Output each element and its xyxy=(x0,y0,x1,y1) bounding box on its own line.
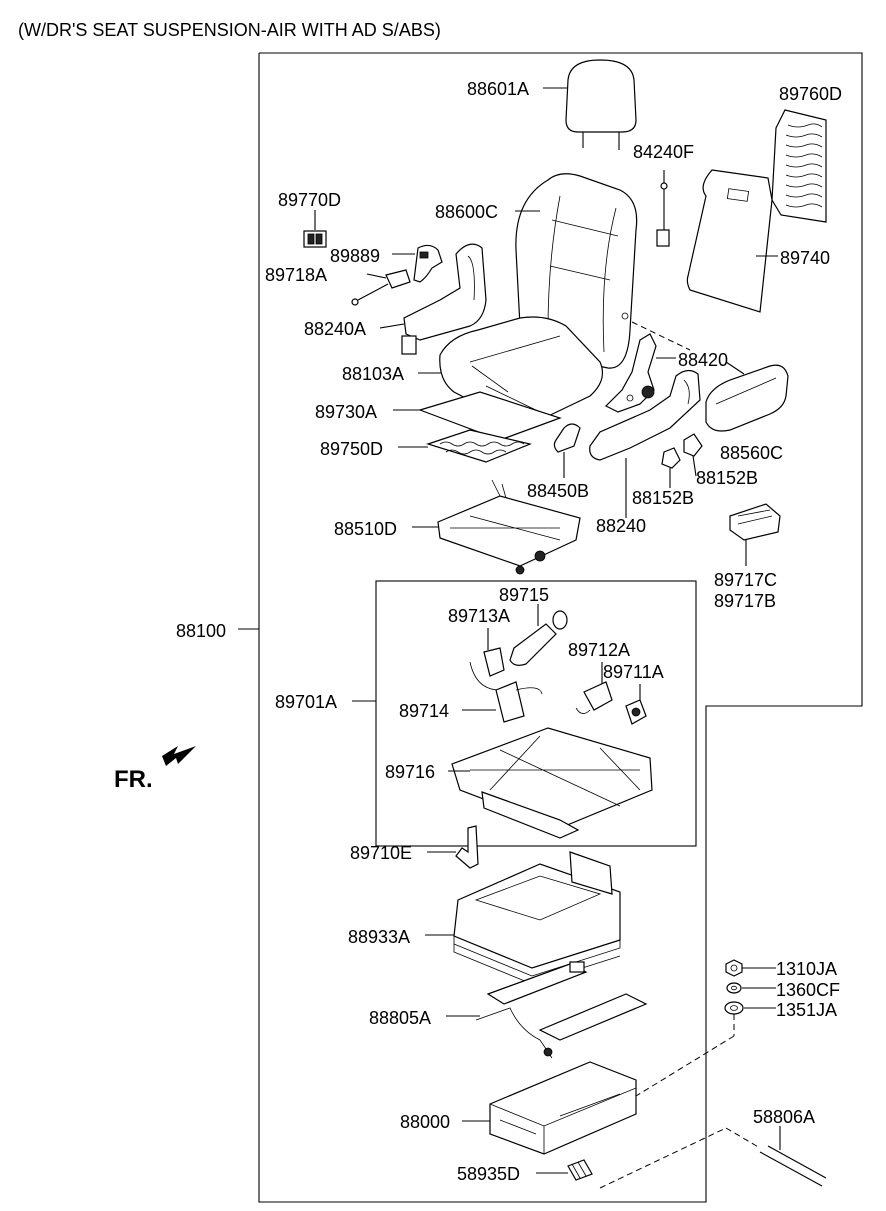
label-88152B-left: 88152B xyxy=(632,488,694,508)
label-88240A: 88240A xyxy=(304,319,366,339)
label-89730A: 89730A xyxy=(315,402,377,422)
fastener-dashed-2 xyxy=(635,1035,735,1097)
air-spring-drawing xyxy=(509,610,568,666)
label-1310JA: 1310JA xyxy=(776,959,837,979)
leader-88152B-right xyxy=(692,455,697,477)
label-89717B: 89717B xyxy=(714,591,776,611)
headrest-drawing xyxy=(565,59,637,150)
label-88450B: 88450B xyxy=(527,481,589,501)
back-pad-drawing xyxy=(771,109,827,223)
fitting-drawing xyxy=(567,1159,593,1181)
label-89711A: 89711A xyxy=(603,662,664,682)
tube-dashed-1 xyxy=(599,1127,727,1189)
label-88100: 88100 xyxy=(176,621,226,641)
leader-89718A xyxy=(366,273,387,279)
back-board-drawing xyxy=(686,169,773,313)
shock-absorber-drawing xyxy=(495,681,543,723)
sensor-drawing xyxy=(656,170,670,247)
leader-88560C-top xyxy=(725,361,745,375)
label-89750D: 89750D xyxy=(320,439,383,459)
suspension-subassembly-box xyxy=(375,580,697,847)
label-1360CF: 1360CF xyxy=(776,980,840,1000)
side-cover-drawing xyxy=(553,423,581,453)
mount-bracket-drawing xyxy=(455,825,479,869)
armrest-bracket-left-drawing xyxy=(401,243,487,355)
foam-pad-drawing xyxy=(418,391,562,441)
recliner-drawing xyxy=(604,333,657,413)
seat-base-drawing xyxy=(489,1061,637,1155)
label-89713A: 89713A xyxy=(448,606,510,626)
label-88601A: 88601A xyxy=(467,79,529,99)
label-88420: 88420 xyxy=(678,350,728,370)
leader-88240A xyxy=(379,323,405,329)
label-89712A: 89712A xyxy=(568,640,630,660)
label-88103A: 88103A xyxy=(342,364,404,384)
label-88240: 88240 xyxy=(596,516,646,536)
washer-drawing xyxy=(726,982,742,994)
seat-spring-drawing xyxy=(426,429,532,463)
label-89889: 89889 xyxy=(330,246,380,266)
label-58806A: 58806A xyxy=(753,1107,815,1127)
label-89710E: 89710E xyxy=(350,843,412,863)
label-89715: 89715 xyxy=(499,585,549,605)
valve-drawing xyxy=(469,647,505,691)
control-module-drawing xyxy=(729,503,781,541)
label-58935D: 58935D xyxy=(457,1164,520,1184)
label-1351JA: 1351JA xyxy=(776,1000,837,1020)
label-89718A: 89718A xyxy=(265,265,327,285)
base-cover-drawing xyxy=(453,851,621,985)
label-89714: 89714 xyxy=(399,701,449,721)
label-88805A: 88805A xyxy=(369,1008,431,1028)
cap-drawing-b xyxy=(683,433,703,457)
label-88510D: 88510D xyxy=(334,519,397,539)
label-89717C: 89717C xyxy=(714,570,777,590)
label-89740: 89740 xyxy=(780,248,830,268)
tube-drawing xyxy=(759,1145,827,1187)
harness-drawing xyxy=(351,269,411,306)
flat-washer-drawing xyxy=(724,1001,744,1015)
label-89701A: 89701A xyxy=(275,692,337,712)
compressor-drawing xyxy=(625,699,647,725)
slide-rail-drawing xyxy=(475,961,648,1059)
suspension-frame-drawing xyxy=(451,727,653,839)
alignment-line-88420 xyxy=(631,321,691,351)
diagram-title: (W/DR'S SEAT SUSPENSION-AIR WITH AD S/AB… xyxy=(18,20,441,40)
front-label: FR. xyxy=(114,766,153,793)
tube-dashed-2 xyxy=(725,1127,761,1149)
label-88933A: 88933A xyxy=(348,927,410,947)
cap-drawing-a xyxy=(661,447,681,469)
label-88152B-right: 88152B xyxy=(696,468,758,488)
label-89716: 89716 xyxy=(385,762,435,782)
label-88000: 88000 xyxy=(400,1112,450,1132)
label-89770D: 89770D xyxy=(278,190,341,210)
height-valve-drawing xyxy=(575,681,613,714)
label-88600C: 88600C xyxy=(435,202,498,222)
main-assembly-frame xyxy=(258,52,863,1203)
belt-buckle-drawing xyxy=(413,244,443,283)
nut-drawing xyxy=(725,959,743,977)
label-89760D: 89760D xyxy=(779,84,842,104)
armrest-bracket-right-drawing xyxy=(589,369,701,461)
label-84240F: 84240F xyxy=(633,142,694,162)
front-direction-arrow xyxy=(162,746,196,766)
armrest-drawing xyxy=(705,364,789,432)
switch-drawing xyxy=(303,230,327,248)
label-88560C: 88560C xyxy=(720,443,783,463)
seat-track-drawing xyxy=(437,479,581,575)
